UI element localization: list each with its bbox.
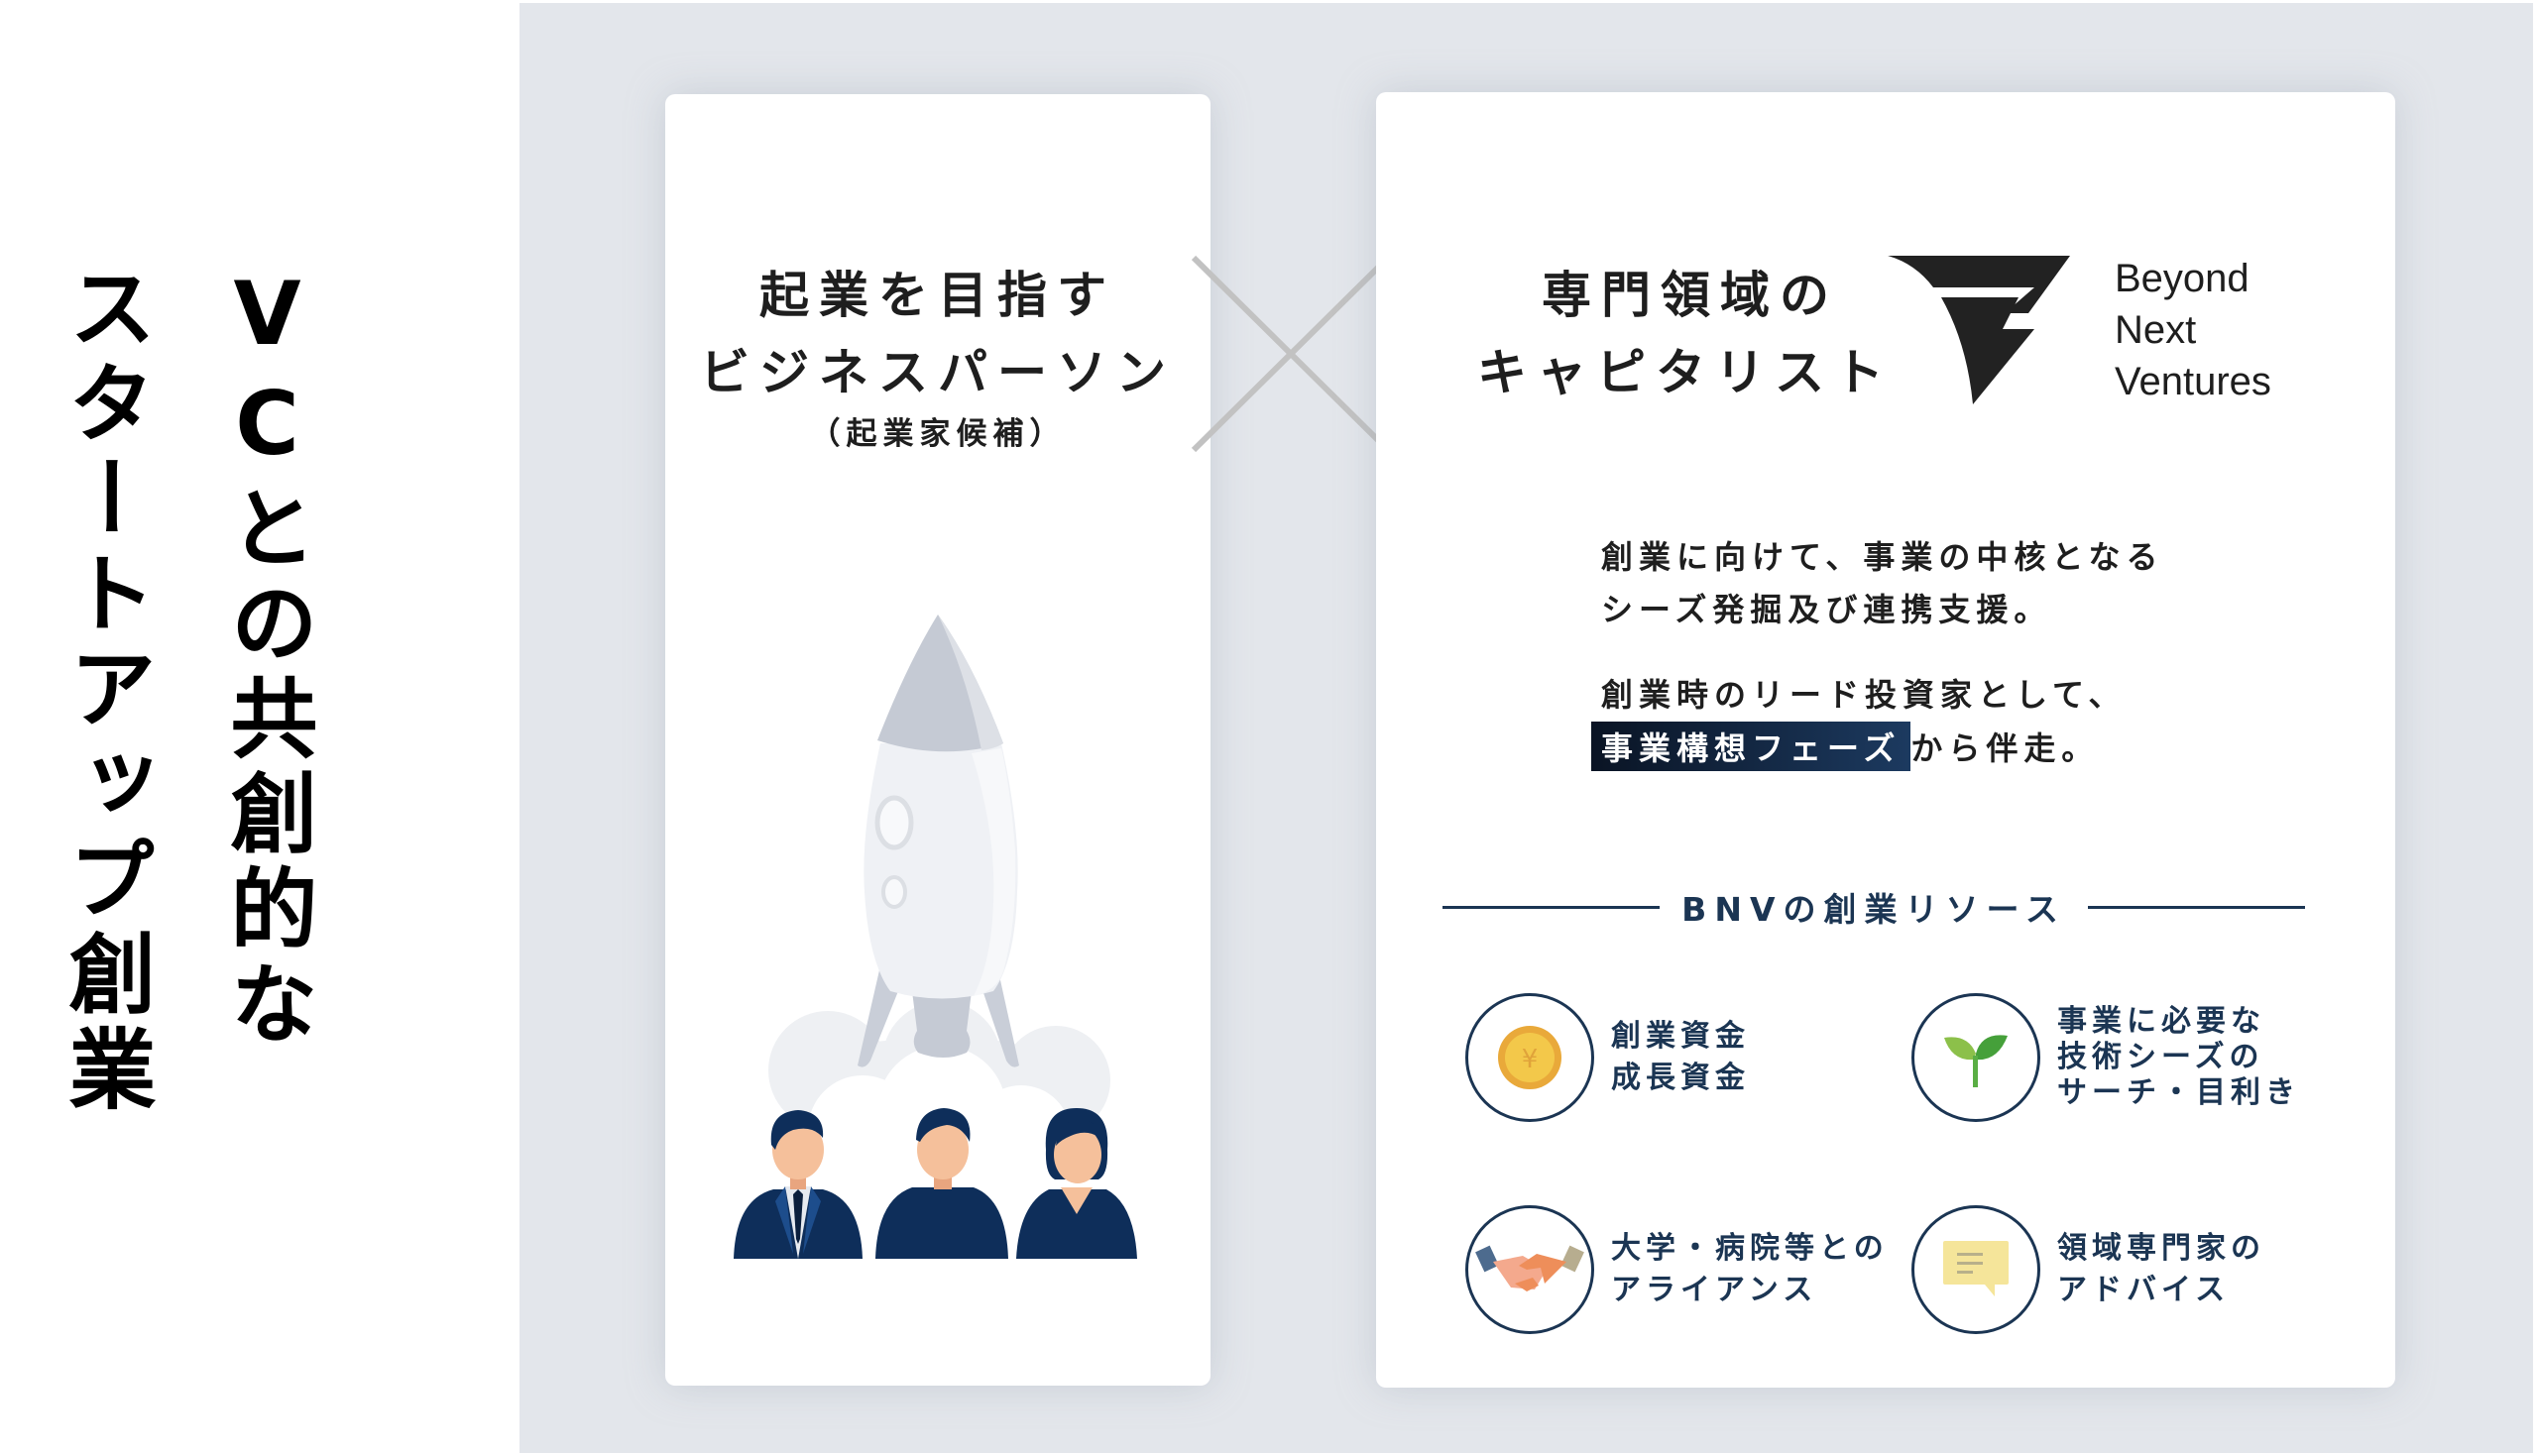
- cross-icon: [1191, 255, 1391, 453]
- entrepreneur-heading-line1: 起業を目指す: [759, 267, 1116, 324]
- capitalist-heading-line1: 専門領域の: [1542, 267, 1839, 324]
- people-icon: [734, 1108, 1137, 1259]
- resources-heading-label: BNVの創業リソース: [1681, 890, 2066, 929]
- capitalist-heading-line2: キャピタリスト: [1477, 344, 1894, 401]
- logo-text-line3: Ventures: [2115, 360, 2271, 403]
- sprout-icon: [1911, 993, 2040, 1122]
- title-column-2: スタートアップ創業: [55, 263, 157, 1119]
- handshake-icon: [1465, 1205, 1594, 1334]
- description-line1: 創業に向けて、事業の中核となる: [1601, 538, 2164, 576]
- yen-coin-icon: ¥: [1465, 993, 1594, 1122]
- resource-item-funding: ¥ 創業資金 成長資金: [1465, 993, 1750, 1122]
- title-column-1: VCとの共創的な: [216, 263, 318, 1054]
- resource-item-alliance: 大学・病院等との アライアンス: [1465, 1205, 1889, 1334]
- resource-item-seed-search: 事業に必要な 技術シーズの サーチ・目利き: [1911, 993, 2300, 1122]
- entrepreneur-subheading: （起業家候補）: [809, 416, 1067, 452]
- bnv-logo-text: Beyond Next Ventures: [2115, 253, 2271, 407]
- resources-section-heading: BNVの創業リソース: [1442, 882, 2306, 932]
- description-line3: 創業時のリード投資家として、: [1601, 676, 2127, 714]
- resource-text-line2: アドバイス: [2057, 1273, 2231, 1307]
- chat-bubble-icon: [1911, 1205, 2040, 1334]
- resource-item-expert-advice: 領域専門家の アドバイス: [1911, 1205, 2265, 1334]
- resource-text-line1: 大学・病院等との: [1611, 1231, 1889, 1266]
- divider-right: [2087, 905, 2306, 909]
- resource-text-line1: 創業資金: [1611, 1019, 1750, 1054]
- svg-text:¥: ¥: [1522, 1045, 1539, 1074]
- description-line4-rest: から伴走。: [1910, 729, 2100, 767]
- resource-text-line2: 成長資金: [1611, 1061, 1750, 1095]
- description-line2: シーズ発掘及び連携支援。: [1601, 591, 2052, 628]
- description-line4: 事業構想フェーズから伴走。: [1591, 722, 2099, 771]
- resource-text-line1: 領域専門家の: [2057, 1231, 2265, 1266]
- highlight-phrase: 事業構想フェーズ: [1591, 722, 1911, 771]
- logo-text-line2: Next: [2115, 308, 2197, 352]
- resource-text-line1: 事業に必要な: [2057, 1004, 2265, 1039]
- entrepreneur-heading-line2: ビジネスパーソン: [700, 344, 1176, 401]
- resource-text-line2: 技術シーズの: [2057, 1040, 2264, 1074]
- divider-left: [1442, 905, 1661, 909]
- resource-text-line3: サーチ・目利き: [2057, 1075, 2300, 1110]
- bnv-logo-icon: [1888, 256, 2070, 404]
- rocket-illustration: [734, 615, 1137, 1259]
- logo-text-line1: Beyond: [2115, 257, 2250, 300]
- resource-text-line2: アライアンス: [1611, 1273, 1818, 1307]
